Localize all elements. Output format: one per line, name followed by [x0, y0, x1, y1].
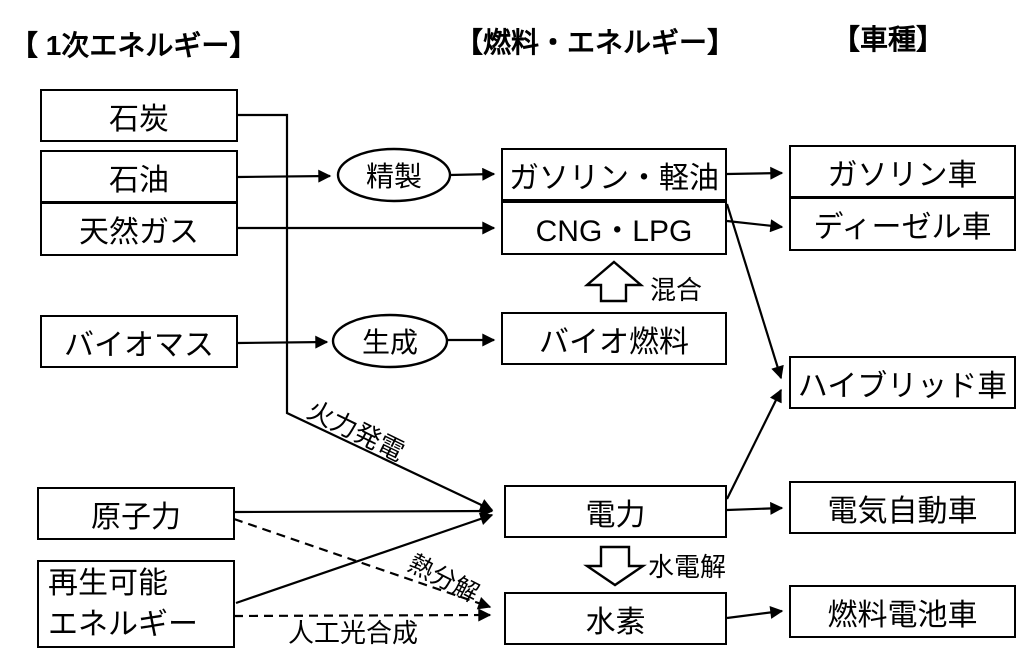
edge-oil-to-refining	[237, 169, 332, 183]
refining-label: 精製	[365, 161, 422, 192]
header-primary-energy: 【 1次エネルギー】	[10, 30, 258, 61]
box-hydrogen: 水素	[504, 592, 727, 645]
edge-refining-to-gasoline-diesel	[449, 167, 496, 181]
box-nuclear: 原子力	[37, 487, 235, 540]
header-fuel-energy: 【燃料・エネルギー】	[455, 27, 736, 58]
edge-nuclear-to-hydrogen-dashed	[233, 517, 492, 610]
edge-nuclear-to-electricity	[234, 504, 494, 518]
generation-label: 生成	[361, 327, 418, 358]
renewable-line2: エネルギー	[48, 608, 198, 641]
box-electric-vehicle: 電気自動車	[789, 481, 1016, 534]
box-renewable-energy: 再生可能 エネルギー	[37, 560, 235, 648]
box-gasoline-car: ガソリン車	[789, 145, 1016, 198]
box-gasoline-diesel: ガソリン・軽油	[501, 148, 727, 201]
box-hybrid-car: ハイブリッド車	[789, 356, 1016, 409]
generation-oval	[331, 313, 449, 369]
box-biofuel: バイオ燃料	[501, 312, 727, 365]
edge-biomass-to-generation	[237, 335, 329, 349]
edge-renewable-to-electricity	[235, 512, 494, 605]
edge-fuel-to-hybrid-car	[725, 203, 784, 380]
label-mixing: 混合	[650, 275, 703, 305]
edge-electricity-to-hybrid-car	[726, 388, 782, 500]
box-cng-lpg: CNG・LPG	[501, 201, 727, 255]
box-natural-gas: 天然ガス	[40, 202, 238, 256]
edge-cng-lpg-to-diesel-car	[726, 219, 784, 233]
box-diesel-car: ディーゼル車	[789, 197, 1016, 251]
edge-gasoline-diesel-to-gasoline-car	[726, 166, 784, 180]
box-coal: 石炭	[40, 89, 238, 142]
box-biomass: バイオマス	[40, 315, 238, 368]
mixing-up-arrow	[583, 260, 645, 303]
box-electricity: 電力	[504, 485, 727, 538]
header-vehicle-type: 【車種】	[832, 24, 945, 55]
edge-renewable-to-hydrogen-dashed	[233, 608, 492, 622]
edge-coal-thermal-to-electricity	[238, 113, 494, 511]
box-oil: 石油	[40, 150, 238, 203]
edge-hydrogen-to-fuel-cell-vehicle	[726, 606, 784, 620]
box-fuel-cell-vehicle: 燃料電池車	[789, 585, 1016, 638]
label-water-electrolysis: 水電解	[648, 552, 727, 582]
label-artificial-photosynthesis: 人工光合成	[288, 618, 419, 648]
renewable-line1: 再生可能	[48, 567, 168, 600]
edge-electricity-to-electric-vehicle	[726, 501, 784, 515]
electrolysis-down-arrow	[583, 545, 647, 587]
refining-oval	[336, 147, 452, 203]
